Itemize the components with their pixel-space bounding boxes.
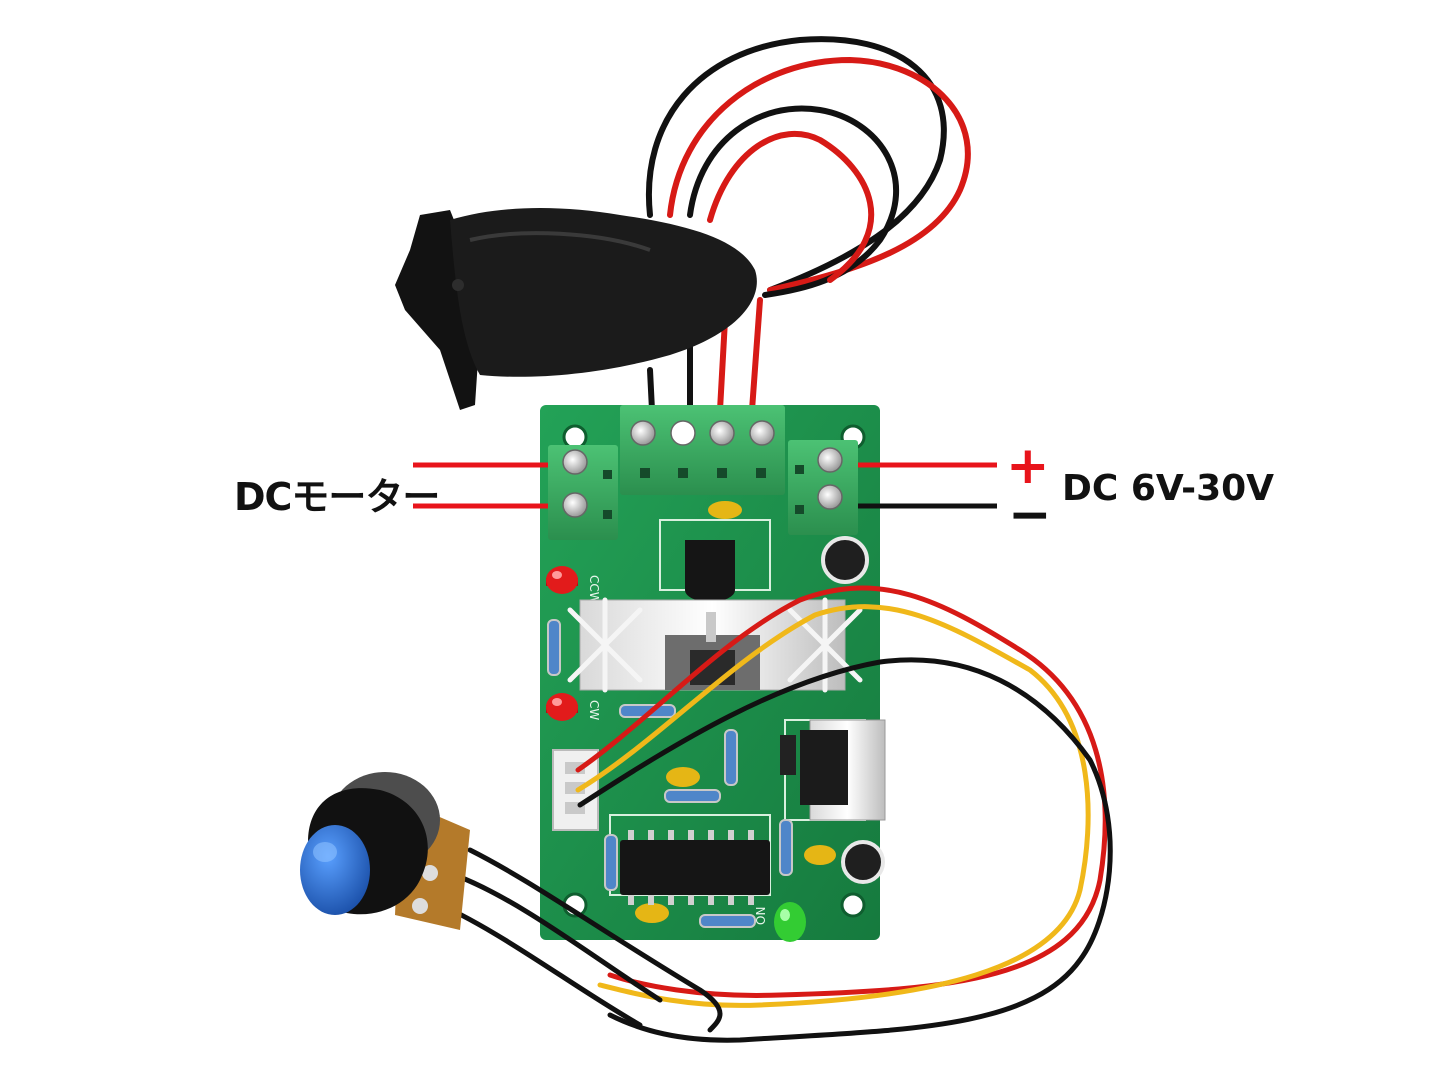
rocker-switch [395,208,757,410]
switch-wires [645,36,971,413]
pcb-components [546,501,886,942]
plus-sign: + [1006,436,1050,496]
motor-label: DCモーター [234,475,440,519]
supply-voltage-label: DC 6V-30V [1062,468,1275,509]
voltage-regulator [780,719,886,821]
silk-ccw: CCW [587,575,601,604]
annotation-lines [413,462,997,509]
silk-on: ON [754,907,768,925]
terminal-block-top [620,405,785,495]
led-red-cw [546,693,578,721]
power-terminal [788,440,858,535]
silk-cw: CW [587,700,601,720]
heat-sink [567,597,863,693]
led-red-ccw [546,566,578,594]
motor-terminal [548,445,618,540]
ic-chip [620,830,770,905]
potentiometer [300,772,470,930]
minus-sign: − [1008,485,1052,545]
led-green-on [774,902,806,942]
